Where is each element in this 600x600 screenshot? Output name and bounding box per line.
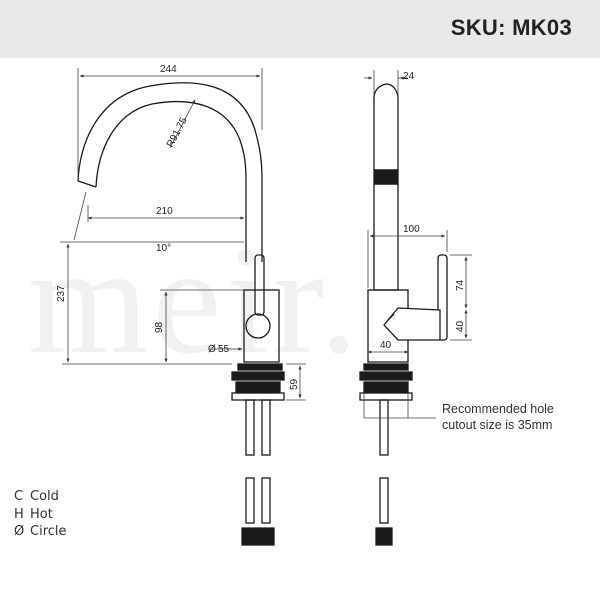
note-line-2: cutout size is 35mm [442,418,552,432]
dim-body-width: 40 [380,340,392,351]
washer [231,392,285,401]
dim-spout-height: 98 [154,321,165,333]
legend-label: Hot [30,506,53,522]
spout-inner [95,101,247,262]
side-lever [437,254,448,341]
dim-overall-width: 244 [160,64,177,75]
hose-right [261,399,271,456]
side-lock-nut [363,381,409,393]
hose-nuts [241,527,275,546]
legend-item-circle: Ø Circle [14,523,67,541]
legend-item-cold: C Cold [14,488,67,506]
diameter-symbol: Ø [208,344,216,355]
handle-hub [245,313,271,339]
dim-side-depth: 100 [403,224,420,235]
side-view [359,83,448,546]
legend-label: Circle [30,524,67,539]
side-spout [373,83,399,171]
dim-lever-low: 40 [455,320,466,332]
side-column [373,183,399,291]
note-line-1: Recommended hole [442,402,554,416]
base-ring [237,363,283,371]
spout-tip [77,180,97,188]
legend-symbol: C [14,489,24,504]
front-view [77,82,285,546]
side-hose-nut [375,527,393,546]
legend: C Cold H Hot Ø Circle [14,488,67,541]
dim-base-diameter: 55 [218,344,230,355]
hose-right-lower [261,477,271,524]
legend-symbol: Ø [14,524,25,539]
side-aerator [373,169,399,185]
side-base-ring [363,363,409,371]
spout-outer [77,82,263,262]
header-bar: SKU: MK03 [0,0,600,58]
legend-item-hot: H Hot [14,506,67,524]
side-dimensions [363,70,472,419]
dim-spout-angle: 10° [156,243,171,254]
tap-body [243,289,280,363]
front-dimensions [60,68,306,401]
base-collar [231,371,285,381]
side-hose [379,399,389,456]
dim-overall-height: 237 [56,285,67,302]
legend-label: Cold [30,489,59,504]
hose-left-lower [245,477,255,524]
dim-spout-reach: 210 [156,206,173,217]
dim-side-width: 24 [403,71,415,82]
lock-nut [235,381,281,393]
dim-radius: R91.75 [165,115,190,149]
legend-symbol: H [14,506,24,522]
side-hose-lower [379,477,389,524]
side-washer [359,392,413,401]
dim-lever-height: 74 [455,279,466,291]
hose-left [245,399,255,456]
watermark-logo: meir. [28,214,362,386]
dim-shank-height: 59 [289,378,300,390]
side-handle [383,307,441,341]
sku-label: SKU: MK03 [450,15,572,40]
side-collar [359,371,413,381]
lever [254,254,265,316]
